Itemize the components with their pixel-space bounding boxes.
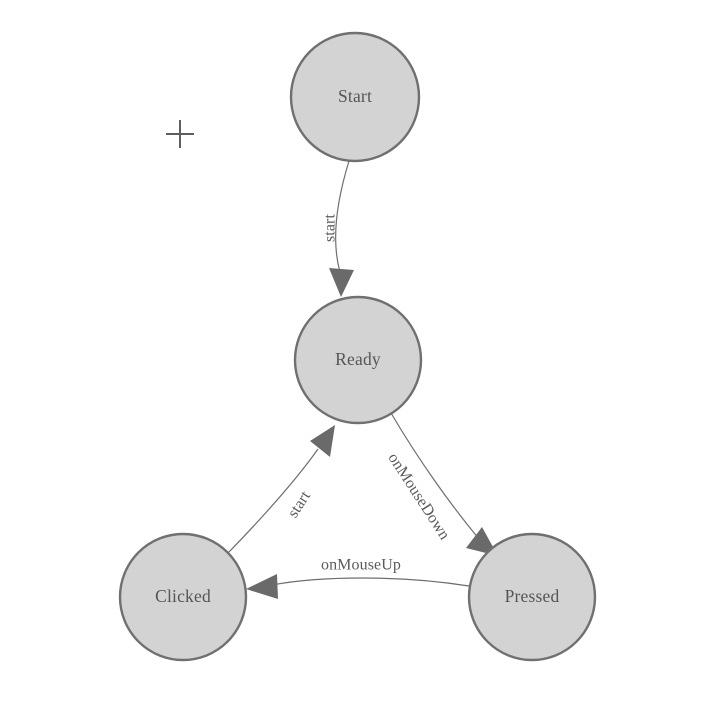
node-ready-circle[interactable] <box>293 295 423 425</box>
edge-label-clicked-to-ready: start <box>285 488 315 521</box>
edge-path-start-to-ready <box>335 160 350 273</box>
edge-ready-to-pressed[interactable]: onMouseDown <box>384 412 498 556</box>
arrowhead-into-ready-from-clicked <box>310 425 335 457</box>
node-start-circle[interactable] <box>289 31 421 163</box>
edge-path-clicked-to-ready <box>227 448 319 554</box>
edge-path-ready-to-pressed <box>390 412 480 540</box>
node-pressed-label: Pressed <box>505 586 560 606</box>
node-ready-label: Ready <box>335 349 381 369</box>
edge-path-pressed-to-clicked <box>271 577 470 587</box>
node-start[interactable]: Start <box>289 31 421 163</box>
edge-label-ready-to-pressed: onMouseDown <box>384 450 453 543</box>
edge-label-start-to-ready: start <box>322 214 339 243</box>
edge-label-pressed-to-clicked: onMouseUp <box>321 557 401 574</box>
node-pressed-circle[interactable] <box>467 532 597 662</box>
edge-pressed-to-clicked[interactable]: onMouseUp <box>246 557 470 599</box>
node-start-label: Start <box>338 86 372 106</box>
node-clicked-circle[interactable] <box>118 532 248 662</box>
node-clicked-label: Clicked <box>155 586 211 606</box>
arrowhead-into-clicked <box>246 574 278 599</box>
edge-clicked-to-ready[interactable]: start <box>227 425 335 554</box>
crosshair-icon <box>166 120 194 148</box>
node-ready[interactable]: Ready <box>293 295 423 425</box>
node-clicked[interactable]: Clicked <box>118 532 248 662</box>
node-pressed[interactable]: Pressed <box>467 532 597 662</box>
edge-start-to-ready[interactable]: start <box>322 160 354 297</box>
arrowhead-into-ready <box>329 268 354 297</box>
